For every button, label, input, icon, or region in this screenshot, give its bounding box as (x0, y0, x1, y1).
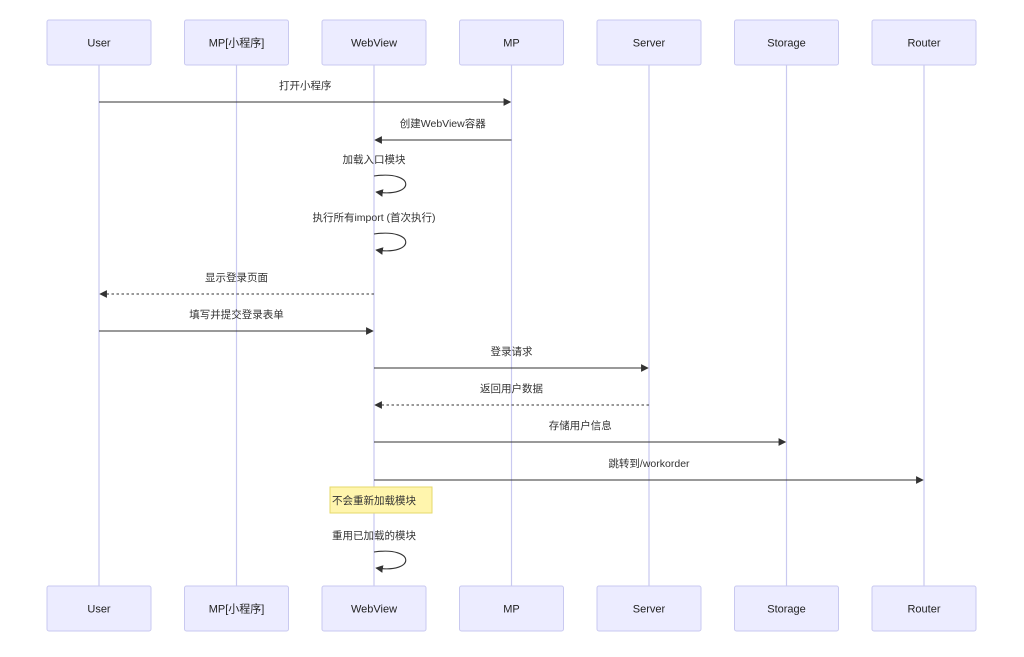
message-label: 存储用户信息 (549, 419, 612, 432)
message-label: 填写并提交登录表单 (189, 308, 284, 321)
participant-label: Storage (767, 604, 806, 616)
participants-top: User MP[小程序] WebView MP Server Storage Router (46, 19, 977, 66)
participant-box (459, 585, 564, 632)
participant-label: Router (907, 38, 940, 50)
participant-mp-bottom: MP (459, 585, 564, 632)
participant-mp_mini-top: MP[小程序] (184, 19, 289, 66)
message: 创建WebView容器 (374, 117, 512, 144)
participant-storage-bottom: Storage (734, 585, 839, 632)
participant-server-bottom: Server (596, 585, 702, 632)
message: 存储用户信息 (374, 419, 787, 446)
participant-user-bottom: User (46, 585, 152, 632)
participant-label: WebView (351, 604, 397, 616)
self-message-arrow (373, 232, 407, 255)
participant-webview-bottom: WebView (321, 585, 427, 632)
message: 填写并提交登录表单 (99, 308, 374, 335)
participant-box (459, 19, 564, 66)
participant-label: MP (503, 38, 520, 50)
participant-label: User (87, 604, 111, 616)
message-label: 执行所有import (首次执行) (312, 211, 435, 224)
message-label: 重用已加载的模块 (332, 529, 416, 542)
message-label: 创建WebView容器 (400, 117, 486, 130)
participant-box (46, 19, 152, 66)
participant-label: MP[小程序] (209, 602, 265, 616)
participant-mp_mini-bottom: MP[小程序] (184, 585, 289, 632)
message-label: 打开小程序 (279, 79, 332, 92)
note-box (329, 486, 433, 514)
participant-router-bottom: Router (871, 585, 977, 632)
participant-label: Storage (767, 38, 806, 50)
note-text: 不会重新加载模块 (332, 494, 416, 507)
message-label: 显示登录页面 (205, 271, 268, 284)
message: 显示登录页面 (99, 271, 374, 298)
participant-label: WebView (351, 38, 397, 50)
participant-box (734, 585, 839, 632)
participant-label: Router (907, 604, 940, 616)
message-label: 登录请求 (491, 345, 533, 358)
note: 不会重新加载模块 (329, 486, 433, 514)
participant-label: MP[小程序] (209, 36, 265, 50)
message-label: 跳转到/workorder (608, 457, 690, 470)
message: 打开小程序 (99, 79, 512, 106)
message: 返回用户数据 (374, 382, 649, 409)
participant-label: User (87, 38, 111, 50)
participant-router-top: Router (871, 19, 977, 66)
message: 加载入口模块 (343, 154, 407, 197)
participant-label: MP (503, 604, 520, 616)
participant-box (46, 585, 152, 632)
participant-box (321, 19, 427, 66)
self-message-arrow (373, 174, 407, 197)
participant-label: Server (633, 604, 666, 616)
participant-box (184, 19, 289, 66)
participant-box (871, 585, 977, 632)
message: 执行所有import (首次执行) (312, 211, 436, 255)
participant-box (596, 19, 702, 66)
participants-bottom: User MP[小程序] WebView MP Server Storage Router (46, 585, 977, 632)
participant-box (871, 19, 977, 66)
participant-server-top: Server (596, 19, 702, 66)
participant-box (596, 585, 702, 632)
message-label: 返回用户数据 (480, 382, 543, 395)
participant-mp-top: MP (459, 19, 564, 66)
message: 重用已加载的模块 (332, 529, 416, 573)
participant-webview-top: WebView (321, 19, 427, 66)
participant-user-top: User (46, 19, 152, 66)
message: 跳转到/workorder (374, 457, 924, 484)
message-label: 加载入口模块 (343, 154, 406, 166)
participant-label: Server (633, 38, 666, 50)
participant-box (184, 585, 289, 632)
message: 登录请求 (374, 345, 649, 372)
participant-box (321, 585, 427, 632)
self-message-arrow (373, 550, 407, 573)
participant-storage-top: Storage (734, 19, 839, 66)
lifelines (98, 65, 925, 586)
participant-box (734, 19, 839, 66)
